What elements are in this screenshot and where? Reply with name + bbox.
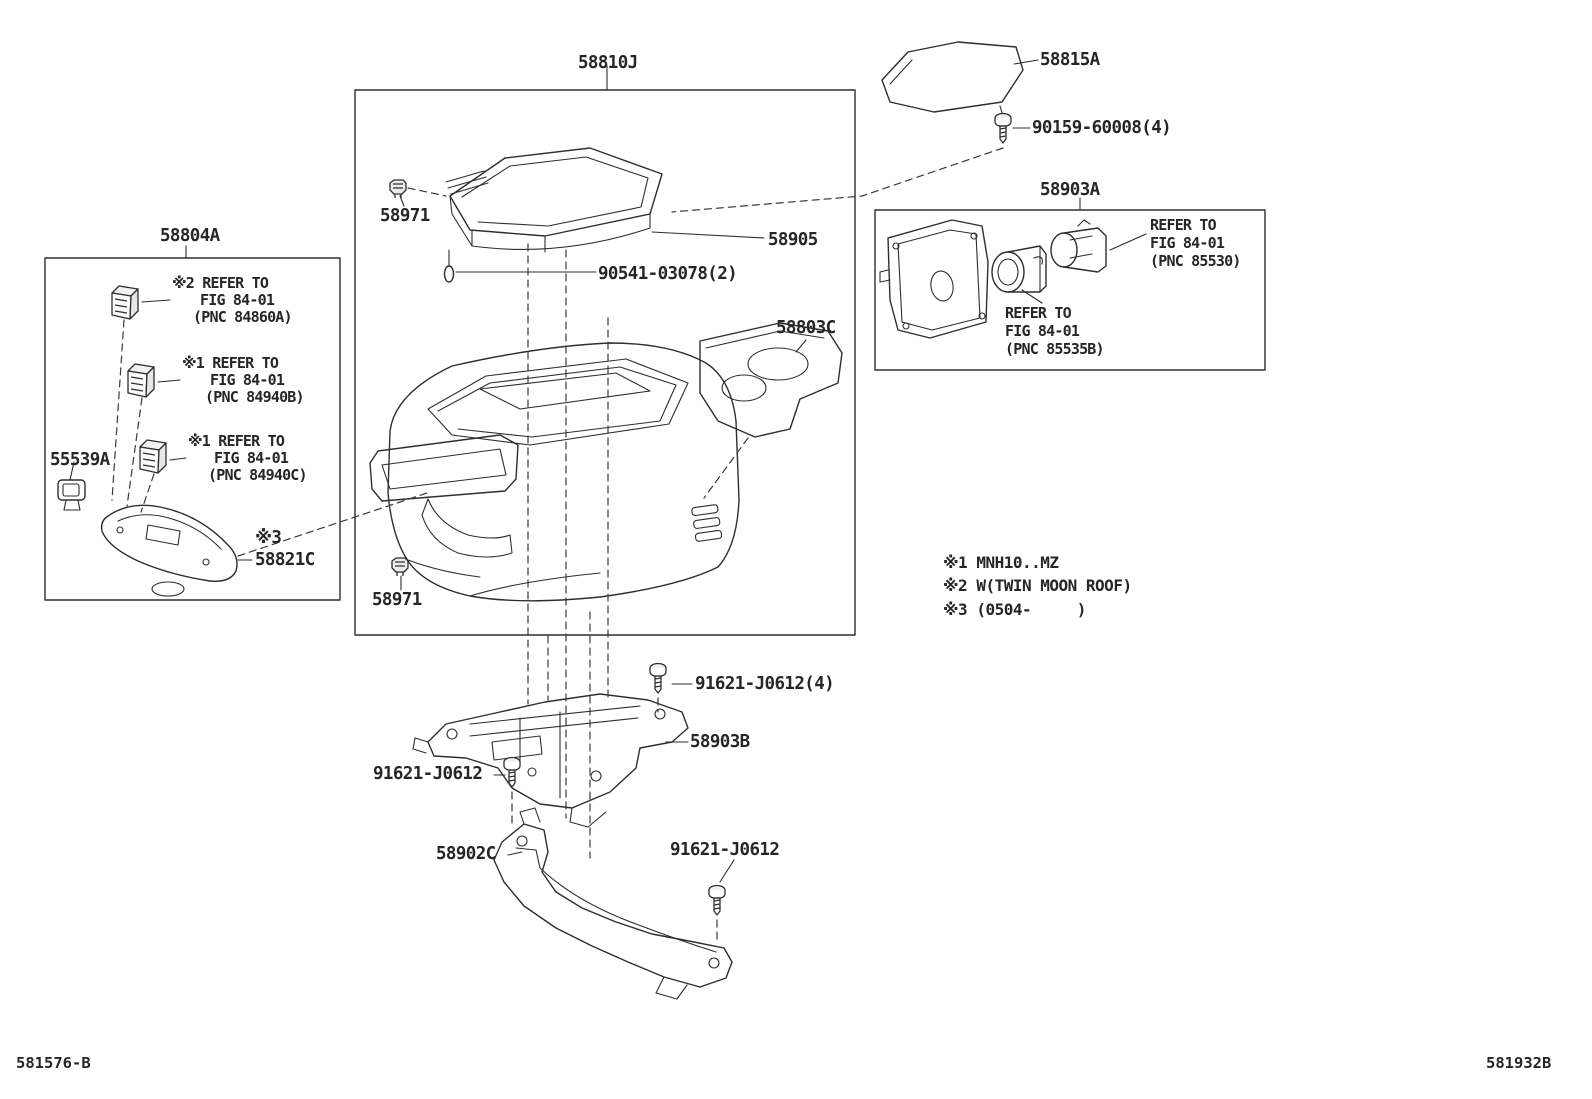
ref-84860A-line3: (PNC 84860A) [193,308,293,326]
callout-58821C: 58821C [255,550,315,570]
callout-58971-bottom: 58971 [372,590,422,610]
ref-84860A-line1: ※2 REFER TO [172,274,269,292]
boundary-box-58810J [354,89,856,636]
callout-58902C: 58902C [436,844,496,864]
switch-drawings-58804A [57,285,238,597]
callout-58971-top: 58971 [380,206,430,226]
ref-84940B-line2: FIG 84-01 [210,371,285,389]
callout-58810J: 58810J [578,53,638,73]
callout-58903B: 58903B [690,732,750,752]
console-lid-drawing [443,147,663,283]
callout-90159-60008: 90159-60008(4) [1032,118,1172,138]
screw-91621-bottom-drawing [708,884,726,916]
callout-58803C: 58803C [776,318,836,338]
ref-85530-line2: FIG 84-01 [1150,234,1225,252]
callout-58903A: 58903A [1040,180,1100,200]
ref-84940C-line3: (PNC 84940C) [208,466,308,484]
figure-code-right: 581932B [1486,1054,1552,1072]
ref-84940B-line3: (PNC 84940B) [205,388,305,406]
clip-58971-bottom-drawing [391,557,409,577]
callout-58815A: 58815A [1040,50,1100,70]
bracket-58902C-drawing [493,807,733,1000]
callout-91621-J0612-bottom: 91621-J0612 [670,840,780,860]
screw-90159-drawing [994,112,1012,144]
ref-84940C-line1: ※1 REFER TO [188,432,285,450]
mat-58815A-drawing [881,41,1024,113]
leader-lines [69,59,1147,883]
callout-55539A: 55539A [50,450,110,470]
callout-91621-J0612-left: 91621-J0612 [373,764,483,784]
footnote-3: ※3 (0504- ) [943,600,1086,619]
ref-85535B-line2: FIG 84-01 [1005,322,1080,340]
ref-84940B-line1: ※1 REFER TO [182,354,279,372]
screw-91621-4-drawing [649,662,667,694]
dashed-projection-lines [111,105,1004,945]
bracket-58903B-drawing [412,693,689,828]
boundary-box-58804A [44,257,341,601]
screw-91621-left-drawing [503,756,521,788]
console-body-drawing [369,342,740,602]
ref-85535B-line1: REFER TO [1005,304,1072,322]
callout-91621-J0612-x4: 91621-J0612(4) [695,674,835,694]
cup-holder-58803C-drawing [699,322,843,438]
footnote-2: ※2 W(TWIN MOON ROOF) [943,576,1132,595]
ref-84940C-line2: FIG 84-01 [214,449,289,467]
callout-58804A: 58804A [160,226,220,246]
figure-code-left: 581576-B [16,1054,91,1072]
callout-58905: 58905 [768,230,818,250]
callout-90541-03078: 90541-03078(2) [598,264,738,284]
clip-58971-top-drawing [389,179,407,199]
ref-84860A-line2: FIG 84-01 [200,291,275,309]
rear-panel-58903A-drawing [879,219,1107,339]
ref-85530-line1: REFER TO [1150,216,1217,234]
ref-85530-line3: (PNC 85530) [1150,252,1241,270]
callout-star3: ※3 [255,528,282,548]
boundary-box-58903A [874,209,1266,371]
ref-85535B-line3: (PNC 85535B) [1005,340,1105,358]
footnote-1: ※1 MNH10..MZ [943,553,1059,572]
